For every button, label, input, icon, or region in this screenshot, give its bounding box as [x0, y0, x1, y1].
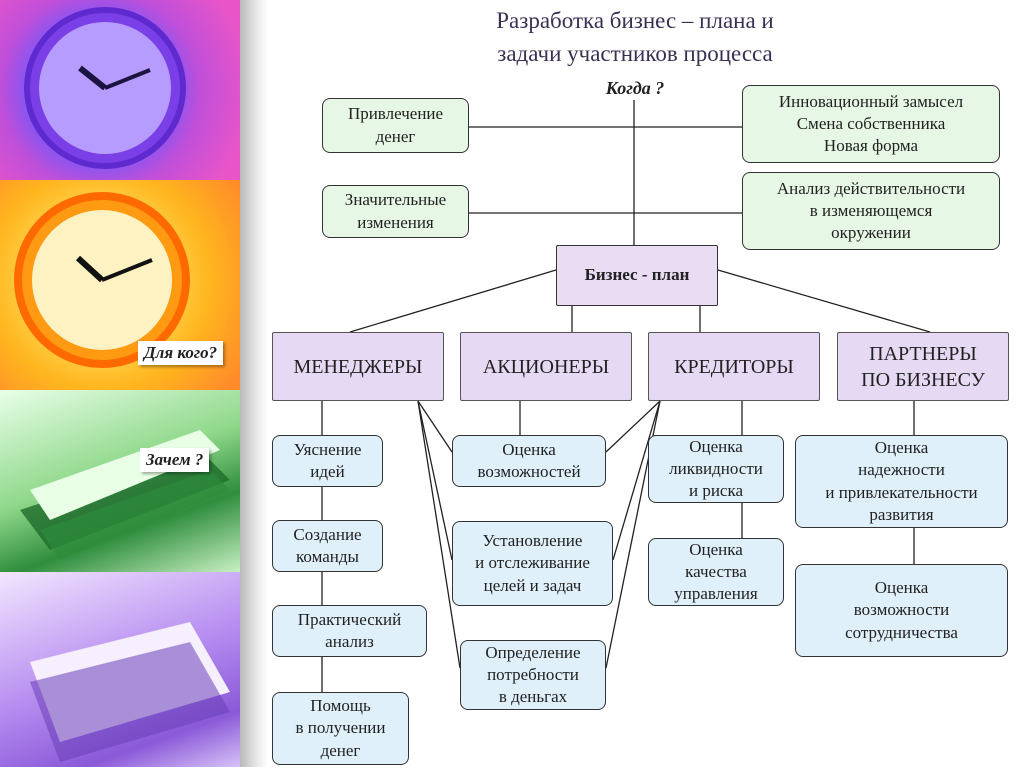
- box-line: Смена собственника: [796, 113, 946, 133]
- title-line: Разработка бизнес – плана и: [496, 8, 774, 33]
- clock-icon: [24, 7, 186, 169]
- participant-creditors: КРЕДИТОРЫ: [648, 332, 820, 401]
- box-line: в изменяющемся: [809, 200, 933, 220]
- box-line: в деньгах: [498, 687, 568, 707]
- box-line: и риска: [688, 481, 744, 501]
- box-line: Оценка: [874, 438, 929, 458]
- when-label: Когда ?: [605, 78, 665, 98]
- task-practical-analysis: Практический анализ: [272, 605, 427, 657]
- participant-partners: ПАРТНЕРЫ ПО БИЗНЕСУ: [837, 332, 1009, 401]
- box-line: и привлекательности: [825, 482, 978, 502]
- box-line: Значительные: [344, 190, 447, 210]
- box-line: и отслеживание: [475, 553, 590, 573]
- box-line: Установление: [482, 531, 583, 551]
- purple-clock-image: [0, 0, 240, 180]
- purple-papers-image: [0, 572, 240, 767]
- box-line: Оценка: [689, 436, 743, 456]
- box-line: идей: [310, 462, 345, 481]
- box-line: качества: [685, 561, 747, 581]
- box-line: ПАРТНЕРЫ: [869, 342, 977, 365]
- green-books-image: [0, 390, 240, 572]
- box-line: окружении: [831, 223, 911, 243]
- box-line: Оценка: [502, 439, 556, 459]
- sidebar-shadow: [240, 0, 268, 767]
- page-title: Разработка бизнес – плана и задачи участ…: [380, 4, 890, 71]
- task-clarify-ideas: Уяснение идей: [272, 435, 383, 487]
- box-line: анализ: [325, 632, 374, 651]
- clock-icon: [14, 192, 190, 368]
- box-line: целей и задач: [483, 575, 582, 595]
- box-line: возможности: [853, 600, 950, 620]
- box-line: Уяснение: [293, 439, 362, 459]
- participant-shareholders: АКЦИОНЕРЫ: [460, 332, 632, 401]
- box-line: денег: [375, 126, 416, 146]
- box-line: Определение: [485, 642, 581, 662]
- box-line: Новая форма: [823, 136, 919, 156]
- for-whom-label: Для кого?: [138, 341, 224, 365]
- box-line: команды: [296, 547, 359, 566]
- task-build-team: Создание команды: [272, 520, 383, 572]
- box-line: МЕНЕДЖЕРЫ: [293, 355, 423, 378]
- box-line: возможностей: [477, 462, 581, 481]
- box-line: КРЕДИТОРЫ: [674, 355, 794, 378]
- box-line: Инновационный замысел: [778, 91, 964, 111]
- box-line: Оценка: [689, 539, 743, 559]
- box-line: надежности: [858, 460, 945, 480]
- box-line: развития: [869, 504, 934, 524]
- box-line: Привлечение: [347, 104, 444, 124]
- box-line: управления: [674, 584, 758, 604]
- box-line: ликвидности: [669, 458, 763, 478]
- paper-stack-icon: [30, 622, 230, 762]
- box-line: Помощь: [310, 696, 371, 716]
- business-plan-node: Бизнес - план: [556, 245, 718, 306]
- box-line: ПО БИЗНЕСУ: [861, 368, 985, 391]
- box-line: изменения: [357, 212, 434, 232]
- box-line: сотрудничества: [845, 622, 958, 642]
- box-line: Анализ действительности: [776, 178, 966, 198]
- box-line: потребности: [487, 664, 579, 684]
- box-line: в получении: [295, 718, 386, 738]
- why-label: Зачем ?: [140, 448, 210, 472]
- box-line: АКЦИОНЕРЫ: [482, 355, 610, 378]
- box-line: Создание: [293, 524, 362, 544]
- box-line: Практический: [297, 609, 402, 629]
- task-assess-opportunities: Оценка возможностей: [452, 435, 606, 487]
- box-line: денег: [320, 740, 361, 760]
- participant-managers: МЕНЕДЖЕРЫ: [272, 332, 444, 401]
- title-line: задачи участников процесса: [497, 41, 773, 67]
- box-line: Оценка: [874, 578, 929, 598]
